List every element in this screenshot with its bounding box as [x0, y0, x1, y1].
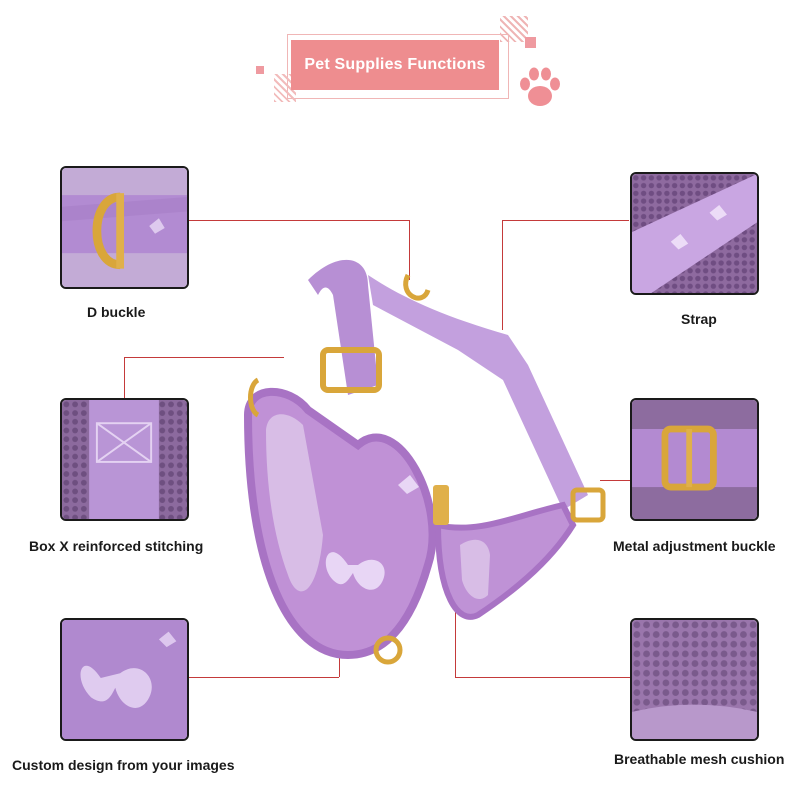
connector-line — [189, 220, 409, 221]
connector-line — [455, 600, 456, 677]
custom-design-label: Custom design from your images — [12, 757, 235, 773]
box-x-stitching-label: Box X reinforced stitching — [29, 538, 204, 554]
d-buckle-label: D buckle — [87, 304, 146, 320]
custom-design-photo — [60, 618, 189, 741]
banner-decoration-square — [525, 37, 536, 48]
mesh-cushion-photo — [630, 618, 759, 741]
harness-product-image — [243, 259, 606, 665]
connector-line — [600, 480, 630, 481]
connector-line — [455, 677, 630, 678]
connector-line — [124, 357, 284, 358]
box-x-stitching-photo — [60, 398, 189, 521]
metal-buckle-label: Metal adjustment buckle — [613, 538, 776, 554]
d-buckle-photo — [60, 166, 189, 289]
strap-photo — [630, 172, 759, 295]
metal-buckle-photo — [630, 398, 759, 521]
paw-print-icon — [520, 67, 560, 106]
banner-decoration-square — [256, 66, 264, 74]
mesh-cushion-label: Breathable mesh cushion — [614, 751, 785, 767]
banner-stripes — [274, 74, 296, 102]
connector-line — [409, 220, 410, 280]
connector-line — [124, 357, 125, 399]
connector-line — [502, 220, 503, 330]
connector-line — [502, 220, 629, 221]
banner-outline — [287, 34, 509, 99]
banner-decoration-pattern — [500, 16, 528, 42]
connector-line — [189, 677, 339, 678]
page-title: Pet Supplies Functions — [291, 40, 499, 90]
strap-label: Strap — [681, 311, 717, 327]
